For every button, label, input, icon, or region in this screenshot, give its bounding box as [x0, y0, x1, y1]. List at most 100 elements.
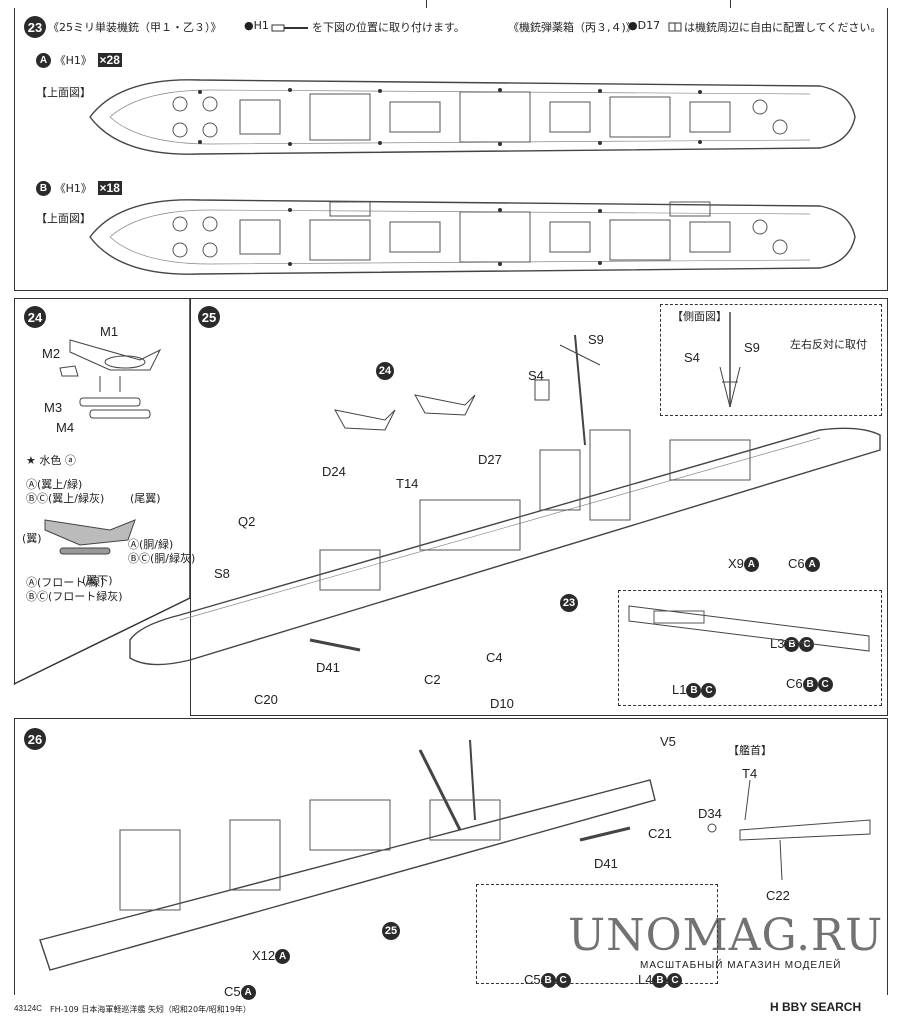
variant-b-badge: B: [686, 683, 702, 699]
part-d41-a: D41: [316, 660, 340, 675]
step-26-panel: [14, 718, 888, 995]
hull-ref-25: 25: [382, 922, 400, 940]
legend-4: (翼): [22, 532, 42, 545]
variant-a-header: A 《H1》 ×28: [36, 52, 122, 69]
part-l1-text: L1: [672, 682, 687, 697]
part-c2: C2: [424, 672, 441, 687]
seaplane-parts-diagram: [59, 339, 162, 419]
part-c5-a-text: C5: [224, 984, 241, 999]
hull-step25: [129, 427, 881, 666]
footer-code: 43124C: [14, 1004, 43, 1013]
part-m1: M1: [100, 324, 119, 339]
inset-variant-bc-26: [476, 884, 718, 984]
watermark-logo: UNOMAG.RU: [568, 910, 884, 961]
part-d24: D24: [322, 464, 346, 479]
step-24-panel: [14, 298, 191, 685]
side-view-s9: S9: [744, 340, 760, 355]
mast-side-view: [719, 312, 741, 408]
part-t14: T14: [396, 476, 419, 491]
variant-b-header: B 《H1》 ×18: [36, 180, 122, 197]
star-color-note: ★ 水色 ⓐ: [26, 454, 76, 467]
variant-a-badge: A: [240, 985, 256, 1001]
part-s8: S8: [214, 566, 230, 581]
top-divider: [426, 0, 427, 8]
step-23-title: 《25ミリ単装機銃（甲１・乙３）》: [48, 21, 222, 34]
part-c6-text: C6: [788, 556, 805, 571]
part-c4: C4: [486, 650, 503, 665]
seaplane-color-diagram: [44, 519, 136, 555]
ship-top-view-b: [89, 199, 856, 275]
side-view-inset: [660, 304, 882, 416]
inset-hull-bc: [628, 605, 870, 652]
step-24-number: 24: [24, 306, 46, 328]
watermark-sub: МАСШТАБНЫЙ МАГАЗИН МОДЕЛЕЙ: [640, 960, 842, 971]
part-m2: M2: [42, 346, 61, 361]
color-note-text: 水色 ⓐ: [39, 454, 76, 467]
step-23-ammo-note: ●D17: [628, 19, 661, 32]
step-23-part-note-after: を下図の位置に取り付けます。: [312, 21, 465, 34]
ship-top-view-a: [89, 79, 856, 155]
step-26-number: 26: [24, 728, 46, 750]
step-23-number: 23: [24, 16, 46, 38]
part-d27: D27: [478, 452, 502, 467]
hull-ref-23: 23: [560, 594, 578, 612]
variant-a-badge: A: [743, 557, 759, 573]
variant-c-badge: C: [799, 637, 815, 653]
sub-ref-24: 24: [376, 362, 394, 380]
variant-a-count: ×28: [97, 53, 122, 67]
variant-b-count: ×18: [97, 181, 122, 195]
step-23-ammo-note-after: は機銃周辺に自由に配置してください。: [684, 21, 882, 34]
step-25-number: 25: [198, 306, 220, 328]
variant-b-badge: B: [36, 181, 51, 197]
legend-1: Ⓐ(翼上/緑): [26, 478, 83, 491]
part-d10: D10: [490, 696, 514, 711]
part-d34: D34: [698, 806, 722, 821]
part-m4: M4: [56, 420, 75, 435]
variant-a-part: 《H1》: [54, 54, 92, 67]
part-c21: C21: [648, 826, 672, 841]
side-view-label: 【側面図】: [672, 310, 727, 323]
variant-c-badge: C: [555, 973, 571, 989]
variant-b-view-label: 【上面図】: [36, 212, 91, 225]
footer-brand: H BBY SEARCH: [770, 1000, 862, 1014]
step-23-panel: [14, 8, 888, 291]
variant-b-badge: B: [540, 973, 556, 989]
legend-3: (尾翼): [130, 492, 161, 505]
side-view-note: 左右反対に取付: [790, 338, 867, 351]
top-divider-2: [730, 0, 731, 8]
part-m3: M3: [44, 400, 63, 415]
footer-text: FH-109 日本海軍軽巡洋艦 矢矧（昭和20年/昭和19年）: [50, 1005, 251, 1014]
side-view-s4: S4: [684, 350, 700, 365]
part-t4: T4: [742, 766, 758, 781]
part-x12-text: X12: [252, 948, 276, 963]
bow-view-label: 【艦首】: [728, 744, 772, 757]
step-23-ammo-title: 《機銃弾薬箱（丙３,４)》: [508, 21, 637, 34]
hull-step26: [39, 739, 656, 971]
variant-b-part: 《H1》: [54, 182, 92, 195]
planes-step25: [334, 394, 476, 431]
part-x9-text: X9: [728, 556, 744, 571]
part-c22: C22: [766, 888, 790, 903]
legend-7: (翼下): [82, 574, 113, 587]
variant-c-badge: C: [817, 677, 833, 693]
part-q2: Q2: [238, 514, 256, 529]
inset-variant-bc: [618, 590, 882, 706]
variant-a-badge: A: [275, 949, 291, 965]
mast-parts-step25: [534, 334, 601, 446]
variant-c-badge: C: [701, 683, 717, 699]
legend-8: Ⓐ(フロート/緑): [26, 576, 105, 589]
part-c20: C20: [254, 692, 278, 707]
step-25-panel: [190, 298, 888, 716]
part-v5: V5: [660, 734, 676, 749]
bow-detail: [707, 779, 871, 881]
variant-b-badge: B: [652, 973, 668, 989]
variant-a-view-label: 【上面図】: [36, 86, 91, 99]
legend-9: ⒷⒸ(フロート緑灰): [26, 590, 123, 603]
part-s4: S4: [528, 368, 544, 383]
legend-6: ⒷⒸ(胴/緑灰): [128, 552, 196, 565]
